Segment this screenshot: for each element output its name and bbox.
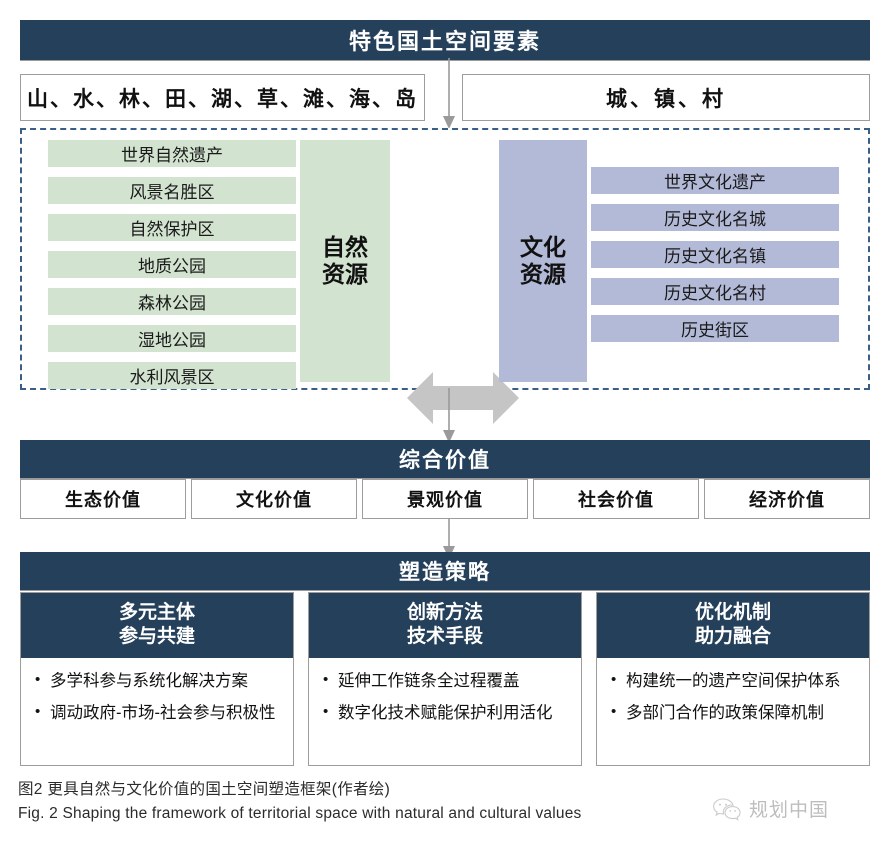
settlement-elements-box: 城、镇、村 [462,74,870,121]
natural-elements-box: 山、水、林、田、湖、草、滩、海、岛 [20,74,425,121]
strategy-card-header-line1: 多元主体 [118,602,195,623]
strategy-card-optimized-mechanism: 优化机制 助力融合 构建统一的遗产空间保护体系 多部门合作的政策保障机制 [596,592,870,766]
value-item-social: 社会价值 [533,479,699,519]
figure-caption-english: Fig. 2 Shaping the framework of territor… [18,805,582,823]
strategy-card-header-line2: 助力融合 [694,625,771,647]
cultural-resource-column: 文化 资源 [499,140,587,382]
strategy-card-multi-stakeholder: 多元主体 参与共建 多学科参与系统化解决方案 调动政府-市场-社会参与积极性 [20,592,294,766]
figure-caption-chinese: 图2 更具自然与文化价值的国土空间塑造框架(作者绘) [18,781,391,798]
cultural-resource-line1: 文化 [520,233,566,260]
strategy-card-header: 优化机制 助力融合 [597,593,869,658]
shaping-strategy-title: 塑造策略 [399,561,491,584]
natural-resource-line1: 自然 [322,233,368,260]
comprehensive-value-title-bar: 综合价值 [20,440,870,478]
settlement-elements-label: 城、镇、村 [606,87,726,111]
connector-arrow-title-to-resources [443,58,455,129]
comprehensive-value-title: 综合价值 [399,449,491,472]
list-item: 延伸工作链条全过程覆盖 [323,669,571,694]
list-item: 历史文化名镇 [591,241,839,268]
list-item: 世界自然遗产 [48,140,296,167]
bidirectional-arrow-icon [407,372,519,424]
list-item: 历史文化名城 [591,204,839,231]
strategy-card-header-line1: 优化机制 [694,602,771,623]
strategy-card-bullet-list: 多学科参与系统化解决方案 调动政府-市场-社会参与积极性 [21,658,293,727]
figure-title-text: 特色国土空间要素 [348,29,541,54]
value-item-economic: 经济价值 [704,479,870,519]
list-item: 多学科参与系统化解决方案 [35,669,283,694]
list-item: 水利风景区 [48,362,296,389]
strategy-card-header: 创新方法 技术手段 [309,593,581,658]
list-item: 风景名胜区 [48,177,296,204]
connector-arrow-resources-to-value [443,388,455,443]
strategy-card-header: 多元主体 参与共建 [21,593,293,658]
natural-resource-line2: 资源 [322,261,368,287]
list-item: 历史街区 [591,315,839,342]
list-item: 自然保护区 [48,214,296,241]
value-item-ecological: 生态价值 [20,479,186,519]
wechat-icon [713,797,741,821]
figure-title-bar: 特色国土空间要素 [20,20,870,60]
watermark: 规划中国 [712,795,829,822]
list-item: 世界文化遗产 [591,167,839,194]
value-item-landscape: 景观价值 [362,479,528,519]
list-item: 多部门合作的政策保障机制 [611,701,859,726]
figure-caption: 图2 更具自然与文化价值的国土空间塑造框架(作者绘) Fig. 2 Shapin… [18,778,581,826]
shaping-strategy-title-bar: 塑造策略 [20,552,870,590]
watermark-text: 规划中国 [749,800,830,821]
list-item: 构建统一的遗产空间保护体系 [611,669,859,694]
natural-resource-column: 自然 资源 [300,140,390,382]
strategy-card-header-line1: 创新方法 [406,602,483,623]
list-item: 数字化技术赋能保护利用活化 [323,701,571,726]
strategy-card-header-line2: 参与共建 [118,625,195,647]
strategy-card-bullet-list: 延伸工作链条全过程覆盖 数字化技术赋能保护利用活化 [309,658,581,727]
list-item: 湿地公园 [48,325,296,352]
list-item: 调动政府-市场-社会参与积极性 [35,701,283,726]
strategy-card-header-line2: 技术手段 [406,625,483,647]
natural-elements-label: 山、水、林、田、湖、草、滩、海、岛 [27,87,418,111]
list-item: 历史文化名村 [591,278,839,305]
strategy-card-bullet-list: 构建统一的遗产空间保护体系 多部门合作的政策保障机制 [597,658,869,727]
cultural-resource-line2: 资源 [520,261,566,287]
strategy-card-innovative-methods: 创新方法 技术手段 延伸工作链条全过程覆盖 数字化技术赋能保护利用活化 [308,592,582,766]
value-item-cultural: 文化价值 [191,479,357,519]
list-item: 地质公园 [48,251,296,278]
list-item: 森林公园 [48,288,296,315]
resources-panel: 世界自然遗产 风景名胜区 自然保护区 地质公园 森林公园 湿地公园 水利风景区 … [20,128,870,424]
